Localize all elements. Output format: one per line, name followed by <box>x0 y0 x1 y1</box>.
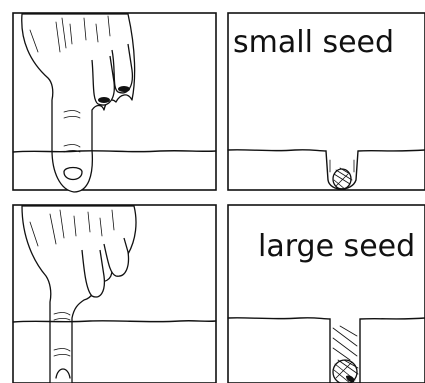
panel-bottom-right-large-seed: large seed <box>228 205 425 383</box>
panel-bottom-left-finger-deep <box>13 205 216 383</box>
soil-line <box>13 151 216 152</box>
panel-top-right-small-seed: small seed <box>228 13 425 190</box>
seed-small <box>330 160 354 190</box>
seed-large <box>333 326 358 383</box>
soil-line <box>13 321 216 322</box>
fingernail-folded-2 <box>118 86 130 92</box>
soil-surface-with-hole <box>228 318 425 383</box>
hand-illustration <box>22 14 135 192</box>
panel-top-left-finger-shallow <box>13 13 216 192</box>
caption-large-seed: large seed <box>258 229 415 264</box>
fingernail-folded-1 <box>98 97 110 103</box>
soil-surface-with-hole <box>228 150 425 189</box>
caption-small-seed: small seed <box>233 25 394 60</box>
hand-illustration <box>22 206 136 383</box>
